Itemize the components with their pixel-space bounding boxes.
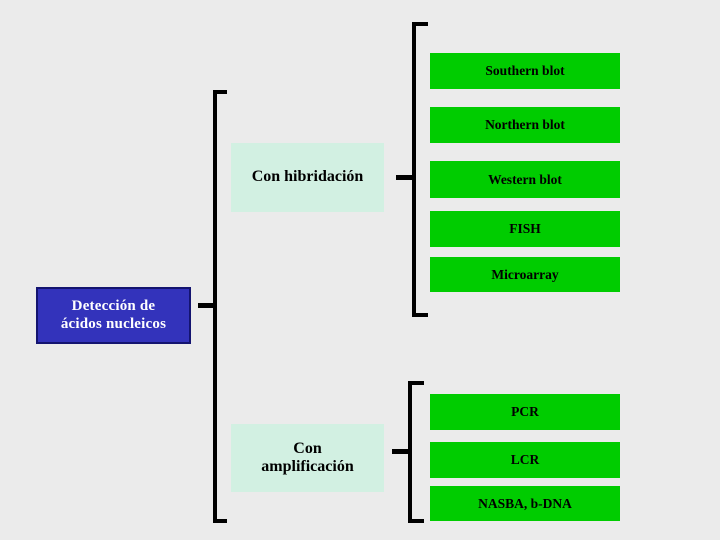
bracket-root-stem <box>198 303 217 308</box>
leaf-node-lcr[interactable]: LCR <box>430 442 620 478</box>
bracket-hibridacion-top-arm <box>412 22 428 26</box>
leaf-node-microarray[interactable]: Microarray <box>430 257 620 292</box>
leaf-node-fish[interactable]: FISH <box>430 211 620 247</box>
bracket-root-top-arm <box>213 90 227 94</box>
leaf-node-nasba-bdna[interactable]: NASBA, b-DNA <box>430 486 620 521</box>
leaf-node-western-blot[interactable]: Western blot <box>430 161 620 198</box>
leaf-node-southern-blot[interactable]: Southern blot <box>430 53 620 89</box>
leaf-node-northern-blot[interactable]: Northern blot <box>430 107 620 143</box>
bracket-amplificacion-stem <box>392 449 412 454</box>
bracket-amplificacion-top-arm <box>408 381 424 385</box>
group-node-con-amplificacion[interactable]: Con amplificación <box>231 424 384 492</box>
bracket-hibridacion-spine <box>412 22 416 317</box>
leaf-node-pcr[interactable]: PCR <box>430 394 620 430</box>
bracket-hibridacion-stem <box>396 175 416 180</box>
root-node-deteccion-acidos-nucleicos[interactable]: Detección de ácidos nucleicos <box>36 287 191 344</box>
bracket-hibridacion-bottom-arm <box>412 313 428 317</box>
bracket-amplificacion-bottom-arm <box>408 519 424 523</box>
group-node-con-hibridacion[interactable]: Con hibridación <box>231 143 384 212</box>
bracket-root-bottom-arm <box>213 519 227 523</box>
